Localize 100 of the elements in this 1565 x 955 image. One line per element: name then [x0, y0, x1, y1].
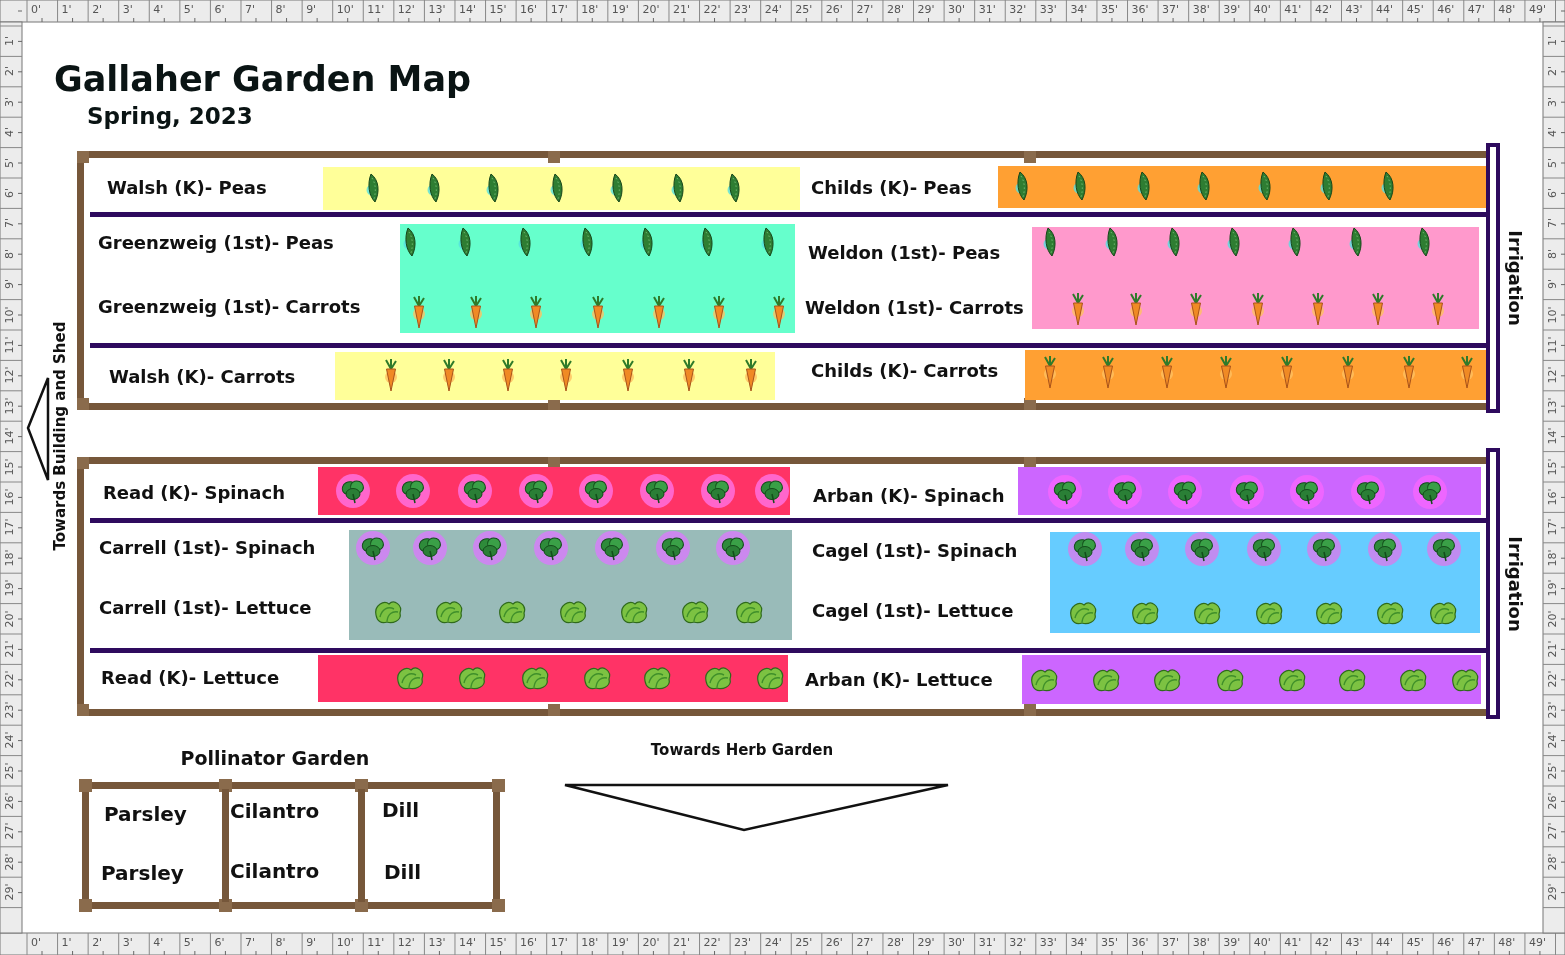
ruler-label: 29'	[917, 4, 935, 16]
ruler-label: 42'	[1314, 937, 1332, 949]
ruler-label: 17'	[1547, 518, 1559, 536]
ruler-label: 8'	[1547, 248, 1559, 259]
ruler-label: 3'	[4, 96, 16, 107]
ruler-label: 16'	[1547, 488, 1559, 506]
ruler-label: 7'	[245, 937, 255, 949]
ruler-label: 24'	[764, 937, 782, 949]
ruler-label: 19'	[4, 579, 16, 597]
ruler-label: 20'	[4, 610, 16, 628]
ruler-label: 14'	[4, 427, 16, 445]
bed-label: Childs (K)- Peas	[809, 177, 974, 199]
ruler-label: 28'	[1547, 853, 1559, 871]
ruler-label: 10'	[4, 306, 16, 324]
ruler-label: 33'	[1039, 4, 1057, 16]
ruler-label: 23'	[734, 937, 752, 949]
ruler-label: 17'	[550, 937, 568, 949]
ruler-label: 4'	[153, 4, 164, 16]
ruler-label: 26'	[825, 937, 843, 949]
ruler-label: 15'	[489, 4, 507, 16]
ruler-label: 22'	[703, 937, 721, 949]
bed-label: Carrell (1st)- Lettuce	[97, 597, 314, 619]
ruler-label: 39'	[1223, 937, 1241, 949]
ruler-label: 13'	[1547, 397, 1559, 415]
ruler-label: 26'	[4, 792, 16, 810]
ruler-label: 28'	[4, 853, 16, 871]
ruler-label: 5'	[1547, 157, 1559, 168]
ruler-label: 6'	[1547, 188, 1559, 198]
ruler-label: 46'	[1437, 4, 1455, 16]
ruler-label: 27'	[856, 937, 874, 949]
ruler-label: 31'	[978, 937, 996, 949]
direction-label: Towards Herb Garden	[650, 741, 834, 759]
ruler-label: 19'	[1547, 579, 1559, 597]
ruler-label: 3'	[1547, 96, 1559, 107]
ruler-label: 23'	[1547, 701, 1559, 719]
ruler-label: 29'	[917, 937, 935, 949]
ruler-label: 16'	[520, 4, 538, 16]
ruler-label: 5'	[183, 4, 194, 16]
ruler-label: 22'	[703, 4, 721, 16]
ruler-label: 27'	[1547, 822, 1559, 840]
ruler-label: 3'	[122, 4, 133, 16]
plant-label: Parsley	[101, 862, 184, 884]
ruler-label: 38'	[1192, 937, 1210, 949]
ruler-label: 7'	[4, 218, 16, 229]
ruler-label: 21'	[672, 937, 690, 949]
ruler-label: 20'	[1547, 610, 1559, 628]
ruler-label: 18'	[581, 937, 599, 949]
ruler-label: 16'	[520, 937, 538, 949]
ruler-label: 38'	[1192, 4, 1210, 16]
ruler-label: 19'	[611, 937, 629, 949]
map-title: Gallaher Garden Map	[54, 58, 472, 100]
ruler-label: 41'	[1284, 4, 1302, 16]
section-heading: Pollinator Garden	[180, 747, 370, 769]
ruler-label: 1'	[61, 4, 72, 16]
ruler-label: 35'	[1100, 937, 1118, 949]
plant-label: Cilantro	[230, 800, 320, 822]
ruler-label: 9'	[306, 937, 317, 949]
ruler-label: 4'	[1547, 127, 1559, 138]
ruler-label: 24'	[4, 731, 16, 749]
ruler-label: 14'	[458, 4, 476, 16]
ruler-label: 35'	[1100, 4, 1118, 16]
ruler-label: 30'	[948, 937, 966, 949]
ruler-label: 12'	[4, 366, 16, 384]
ruler-label: 32'	[1009, 937, 1027, 949]
ruler-label: 37'	[1162, 4, 1180, 16]
ruler-label: 9'	[306, 4, 317, 16]
ruler-label: 41'	[1284, 937, 1302, 949]
ruler-label: 18'	[581, 4, 599, 16]
ruler-label: 49'	[1528, 4, 1546, 16]
ruler-label: 36'	[1131, 4, 1149, 16]
ruler-label: 27'	[4, 822, 16, 840]
bed-label: Read (K)- Lettuce	[99, 667, 282, 689]
plant-label: Dill	[384, 861, 422, 883]
bed-label: Weldon (1st)- Carrots	[803, 297, 1026, 319]
ruler-label: 6'	[214, 4, 225, 16]
ruler-label: 17'	[4, 518, 16, 536]
bed-label: Greenzweig (1st)- Peas	[96, 232, 336, 254]
ruler-label: 23'	[734, 4, 752, 16]
ruler-label: 14'	[1547, 427, 1559, 445]
ruler-label: 2'	[1547, 66, 1559, 77]
ruler-label: 28'	[886, 4, 904, 16]
ruler-label: 43'	[1345, 4, 1363, 16]
ruler-label: 45'	[1406, 937, 1424, 949]
ruler-label: 0'	[31, 937, 42, 949]
bed-label: Greenzweig (1st)- Carrots	[96, 296, 363, 318]
ruler-label: 40'	[1253, 937, 1271, 949]
ruler-label: 12'	[397, 4, 415, 16]
ruler-label: 3'	[122, 937, 133, 949]
ruler-label: 25'	[795, 4, 813, 16]
ruler-label: 7'	[1547, 218, 1559, 229]
ruler-label: 9'	[1547, 279, 1559, 290]
ruler-label: 29'	[4, 883, 16, 901]
ruler-label: 11'	[4, 336, 16, 354]
ruler-label: 37'	[1162, 937, 1180, 949]
ruler-label: 26'	[825, 4, 843, 16]
ruler-label: 16'	[4, 488, 16, 506]
ruler-label: 40'	[1253, 4, 1271, 16]
ruler-label: 18'	[4, 549, 16, 567]
ruler-label: 21'	[1547, 640, 1559, 658]
ruler-label: 12'	[1547, 366, 1559, 384]
